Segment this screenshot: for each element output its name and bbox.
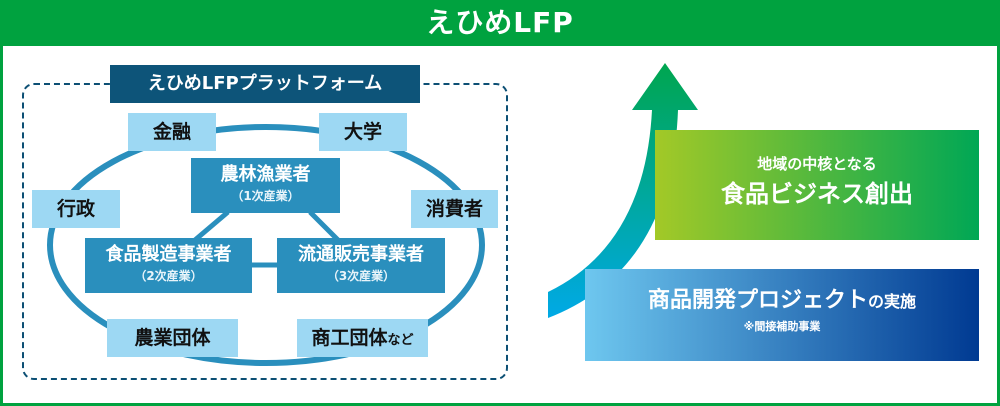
secondary-industry-box: 食品製造事業者 （2次産業）: [85, 238, 252, 293]
goal-line2: 食品ビジネス創出: [721, 180, 913, 208]
stakeholder-commerce-groups: 商工団体など: [297, 319, 428, 357]
stakeholder-university: 大学: [319, 113, 407, 151]
network-ellipse: [47, 124, 485, 366]
link-primary-secondary: [193, 210, 230, 242]
tertiary-name: 流通販売事業者: [298, 244, 424, 265]
stakeholder-government: 行政: [32, 190, 120, 228]
tertiary-industry-box: 流通販売事業者 （3次産業）: [277, 238, 445, 293]
primary-industry-box: 農林漁業者 （1次産業）: [191, 158, 340, 213]
growth-arrow: [548, 63, 698, 318]
goal-box: 地域の中核となる 食品ビジネス創出: [655, 130, 979, 240]
tertiary-sub: （3次産業）: [326, 269, 396, 283]
project-suffix: の実施: [868, 292, 917, 311]
primary-sub: （1次産業）: [231, 189, 300, 203]
stakeholder-consumers: 消費者: [411, 190, 498, 228]
platform-title: えひめLFPプラットフォーム: [110, 65, 420, 103]
secondary-sub: （2次産業）: [134, 269, 203, 283]
project-note: ※間接補助事業: [743, 320, 821, 333]
project-title: 商品開発プロジェクト: [647, 288, 868, 313]
link-primary-tertiary: [308, 210, 340, 242]
project-title-line: 商品開発プロジェクトの実施: [585, 285, 979, 318]
etc-label: など: [387, 333, 414, 348]
page-title: えひめLFP: [0, 0, 1000, 46]
commerce-label: 商工団体: [311, 327, 388, 349]
stakeholder-agri-groups: 農業団体: [107, 319, 238, 357]
project-box: 商品開発プロジェクトの実施 ※間接補助事業: [585, 269, 979, 361]
goal-line1: 地域の中核となる: [757, 155, 877, 173]
secondary-name: 食品製造事業者: [105, 244, 232, 265]
primary-name: 農林漁業者: [220, 164, 311, 185]
stakeholder-finance: 金融: [128, 113, 216, 151]
